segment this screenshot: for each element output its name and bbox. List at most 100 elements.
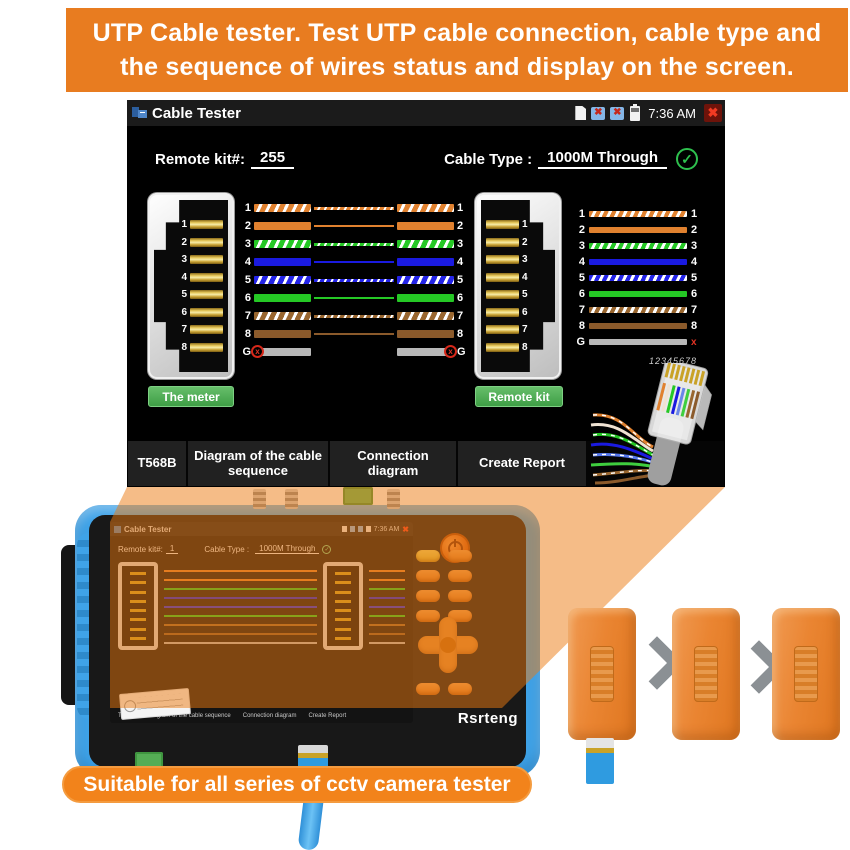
wire-segment: x <box>397 345 457 358</box>
rj45-plug-blue <box>586 738 614 784</box>
mini-wire-row: G x <box>575 334 701 350</box>
network-error-icon: ✖ <box>591 106 606 120</box>
pin-number: 5 <box>691 272 698 284</box>
meter-button[interactable]: The meter <box>148 386 234 407</box>
wire-segment: x <box>397 294 454 302</box>
wire-row: 5 x x 5 <box>240 271 468 289</box>
sd-card-icon <box>575 106 587 120</box>
menu-button[interactable]: Create Report <box>458 441 586 486</box>
pin-number: 7 <box>457 310 464 322</box>
rj45-socket-graphic <box>323 562 363 650</box>
remote-kit-unit <box>568 608 636 740</box>
gold-pin <box>486 220 519 229</box>
wire-row <box>164 566 317 575</box>
mini-wire-row: 1 1 <box>575 206 701 222</box>
rj45-socket-remote: 1 2 3 <box>475 193 561 379</box>
wire-line <box>164 605 317 608</box>
wire-segment: x <box>397 258 454 266</box>
pin-number: 5 <box>578 272 585 284</box>
pin-number: 2 <box>457 220 464 232</box>
connector-pin-row: 3 <box>178 254 226 265</box>
gold-pin <box>190 307 223 317</box>
connector-pin-row: 4 <box>178 272 226 283</box>
connector-pin-row: 6 <box>178 307 226 318</box>
plug-pin-label: 12345678 <box>648 356 697 366</box>
wire-line <box>369 587 405 590</box>
pin-number: 2 <box>578 224 585 236</box>
gold-pin <box>486 255 519 265</box>
wire-row: 3 x x 3 <box>240 235 468 253</box>
connector-pin-row: 8 <box>178 342 226 353</box>
info-row: Remote kit#: 255 Cable Type : 1000M Thro… <box>155 148 698 170</box>
check-icon: ✓ <box>322 544 332 554</box>
menu-button[interactable]: T568B <box>128 441 186 486</box>
device-cable-type-label: Cable Type : <box>204 544 250 554</box>
gold-pin <box>335 590 351 594</box>
connector-pin-row: 2 <box>178 237 226 248</box>
wire-line <box>369 605 405 608</box>
pin-number: 5 <box>457 274 464 286</box>
wire-segment: x <box>254 294 311 302</box>
wire-line <box>369 596 405 599</box>
remote-kit-button[interactable]: Remote kit <box>475 386 563 407</box>
pin-number: 6 <box>578 288 585 300</box>
pin-number: 8 <box>522 341 528 353</box>
footer-text: Suitable for all series of cctv camera t… <box>83 772 511 796</box>
function-key <box>416 570 440 582</box>
gold-pin <box>486 307 519 317</box>
pin-number: 3 <box>691 240 698 252</box>
device-menu-button: Create Report <box>308 713 347 719</box>
pin-number: 4 <box>578 256 585 268</box>
mini-wire-row: 8 8 <box>575 318 701 334</box>
remote-kit-label: Remote kit#: <box>155 150 246 168</box>
cable-type-label: Cable Type : <box>444 150 533 168</box>
close-button[interactable]: ✖ <box>704 104 722 122</box>
remote-kit-value[interactable]: 255 <box>251 149 295 169</box>
wire-line <box>589 259 687 265</box>
battery-icon <box>365 526 371 532</box>
gold-pin <box>190 220 223 229</box>
wire-line <box>369 632 405 635</box>
gold-pin <box>335 618 351 622</box>
wire-row <box>164 575 317 584</box>
gold-pin <box>130 572 146 575</box>
connector-pin-row: 8 <box>483 342 531 353</box>
function-key <box>448 590 472 602</box>
rj45-plug-art <box>589 359 739 491</box>
pin-number: 6 <box>457 292 464 304</box>
pin-number: 3 <box>522 254 528 266</box>
close-icon: ✖ <box>402 524 409 534</box>
pin-number: 1 <box>522 219 528 230</box>
pin-number: 2 <box>522 236 528 248</box>
function-key <box>448 683 472 695</box>
cable-type-value: 1000M Through <box>538 149 667 169</box>
fault-x-icon: x <box>251 345 264 358</box>
pin-number: 3 <box>457 238 464 250</box>
pin-number: x <box>691 336 697 348</box>
pin-number: 6 <box>244 292 251 304</box>
gold-pin <box>130 599 146 603</box>
device-cable-type-value: 1000M Through <box>255 544 320 554</box>
wire-row: 7 x x 7 <box>240 307 468 325</box>
wire-row <box>164 611 317 620</box>
wire-segment: x <box>397 330 454 338</box>
mini-wire-row: 2 2 <box>575 222 701 238</box>
pin-number: 3 <box>244 238 251 250</box>
connector-pin-row: 5 <box>178 289 226 300</box>
network-error-icon: ✖ <box>610 106 625 120</box>
gold-pin <box>130 590 146 594</box>
pin-number: 6 <box>181 306 187 318</box>
wire-line <box>369 578 405 581</box>
wire-line <box>369 569 405 572</box>
wire-row: G x x G <box>240 343 468 361</box>
wire-segment: x <box>397 204 454 212</box>
menu-button[interactable]: Connection diagram <box>330 441 456 486</box>
pin-number: 1 <box>244 202 251 214</box>
wire-row <box>164 593 317 602</box>
headline-line-1: UTP Cable tester. Test UTP cable connect… <box>92 19 822 47</box>
connector-pin-row: 5 <box>483 289 531 300</box>
remote-kit-unit <box>672 608 740 740</box>
menu-button[interactable]: Diagram of the cable sequence <box>188 441 328 486</box>
check-icon: ✓ <box>676 148 698 170</box>
network-error-icon <box>349 526 355 532</box>
